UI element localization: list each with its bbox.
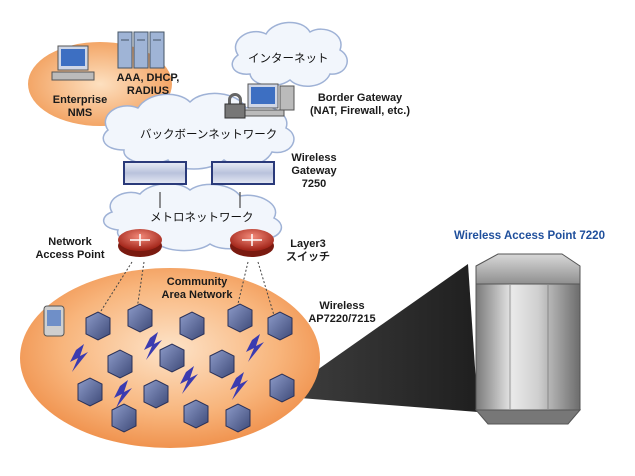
pda-icon [43, 305, 65, 337]
wireless-lightning [70, 332, 264, 408]
label-backbone-network: バックボーンネットワーク [140, 129, 278, 141]
label-community-area-network: Community Area Network [161, 276, 233, 301]
label-border-gateway: Border Gateway (NAT, Firewall, etc.) [309, 92, 411, 117]
wireless-gateway-icon [123, 161, 275, 185]
label-wireless-ap: Wireless AP7220/7215 [308, 300, 376, 325]
label-aaa-dhcp-radius: AAA, DHCP, RADIUS [116, 72, 180, 97]
router-icons [118, 229, 274, 257]
label-wireless-gateway: Wireless Gateway 7250 [291, 152, 337, 190]
label-wireless-access-point-7220: Wireless Access Point 7220 [454, 230, 605, 242]
aaa-server-icon [117, 31, 165, 69]
label-network-access-point: Network Access Point [35, 236, 105, 261]
label-metro-network: メトロネットワーク [150, 212, 254, 224]
zoom-beam [300, 264, 478, 412]
label-internet: インターネット [248, 53, 329, 65]
access-point-icons [77, 303, 295, 433]
nms-computer-icon [51, 45, 95, 81]
label-enterprise-nms: Enterprise NMS [52, 94, 108, 119]
border-gateway-icon [224, 83, 295, 119]
label-layer3-switch: Layer3 スイッチ [286, 238, 330, 263]
access-point-7220-large-icon [474, 253, 582, 425]
internet-cloud [231, 21, 348, 87]
